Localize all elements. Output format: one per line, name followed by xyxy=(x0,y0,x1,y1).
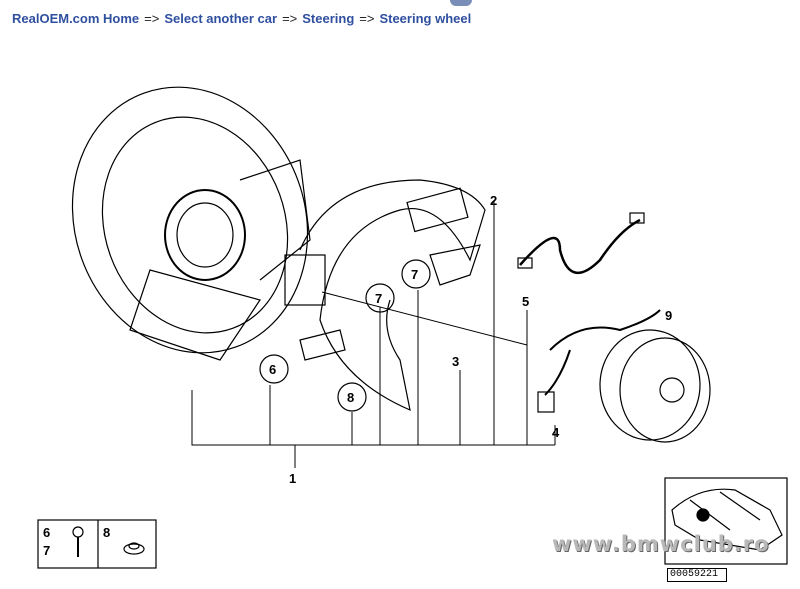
callout-9[interactable]: 9 xyxy=(665,308,672,323)
breadcrumb-separator: => xyxy=(282,11,298,26)
car-locator-thumbnail xyxy=(664,477,788,565)
breadcrumb-home-link[interactable]: RealOEM.com Home xyxy=(12,11,140,26)
clip-nut-icon xyxy=(123,542,145,555)
callout-1[interactable]: 1 xyxy=(289,471,296,486)
trim-cover-drawing xyxy=(284,179,486,412)
callout-4[interactable]: 4 xyxy=(552,425,560,440)
callout-labels: 1 2 3 4 5 6 7 7 8 9 xyxy=(259,193,672,486)
breadcrumb-select-car-link[interactable]: Select another car xyxy=(164,11,278,26)
breadcrumb-steering-wheel-link[interactable]: Steering wheel xyxy=(379,11,472,26)
callout-3[interactable]: 3 xyxy=(452,354,459,369)
callout-5[interactable]: 5 xyxy=(522,294,529,309)
breadcrumb-separator: => xyxy=(144,11,160,26)
callout-7[interactable]: 7 xyxy=(411,267,418,282)
screw-icon xyxy=(72,526,84,557)
legend-item-6: 6 xyxy=(43,525,50,540)
hardware-legend: 6 7 8 xyxy=(37,519,157,569)
breadcrumb-steering-link[interactable]: Steering xyxy=(302,11,355,26)
legend-item-8: 8 xyxy=(103,525,110,540)
callout-2[interactable]: 2 xyxy=(490,193,497,208)
nav-arrows-icon[interactable] xyxy=(450,0,472,6)
watermark: www.bmwclub.ro xyxy=(552,532,770,556)
wiring-harness-drawing xyxy=(517,212,661,413)
breadcrumb-separator: => xyxy=(359,11,375,26)
airbag-module-drawing xyxy=(599,329,711,443)
legend-item-7: 7 xyxy=(43,543,50,558)
steering-wheel-drawing xyxy=(71,86,311,361)
callout-6[interactable]: 6 xyxy=(269,362,276,377)
breadcrumb: RealOEM.com Home => Select another car => St… xyxy=(12,11,471,26)
leader-lines xyxy=(191,200,556,468)
callout-8[interactable]: 8 xyxy=(347,390,354,405)
drawing-number: 00059221 xyxy=(667,568,727,582)
callout-7[interactable]: 7 xyxy=(375,291,382,306)
